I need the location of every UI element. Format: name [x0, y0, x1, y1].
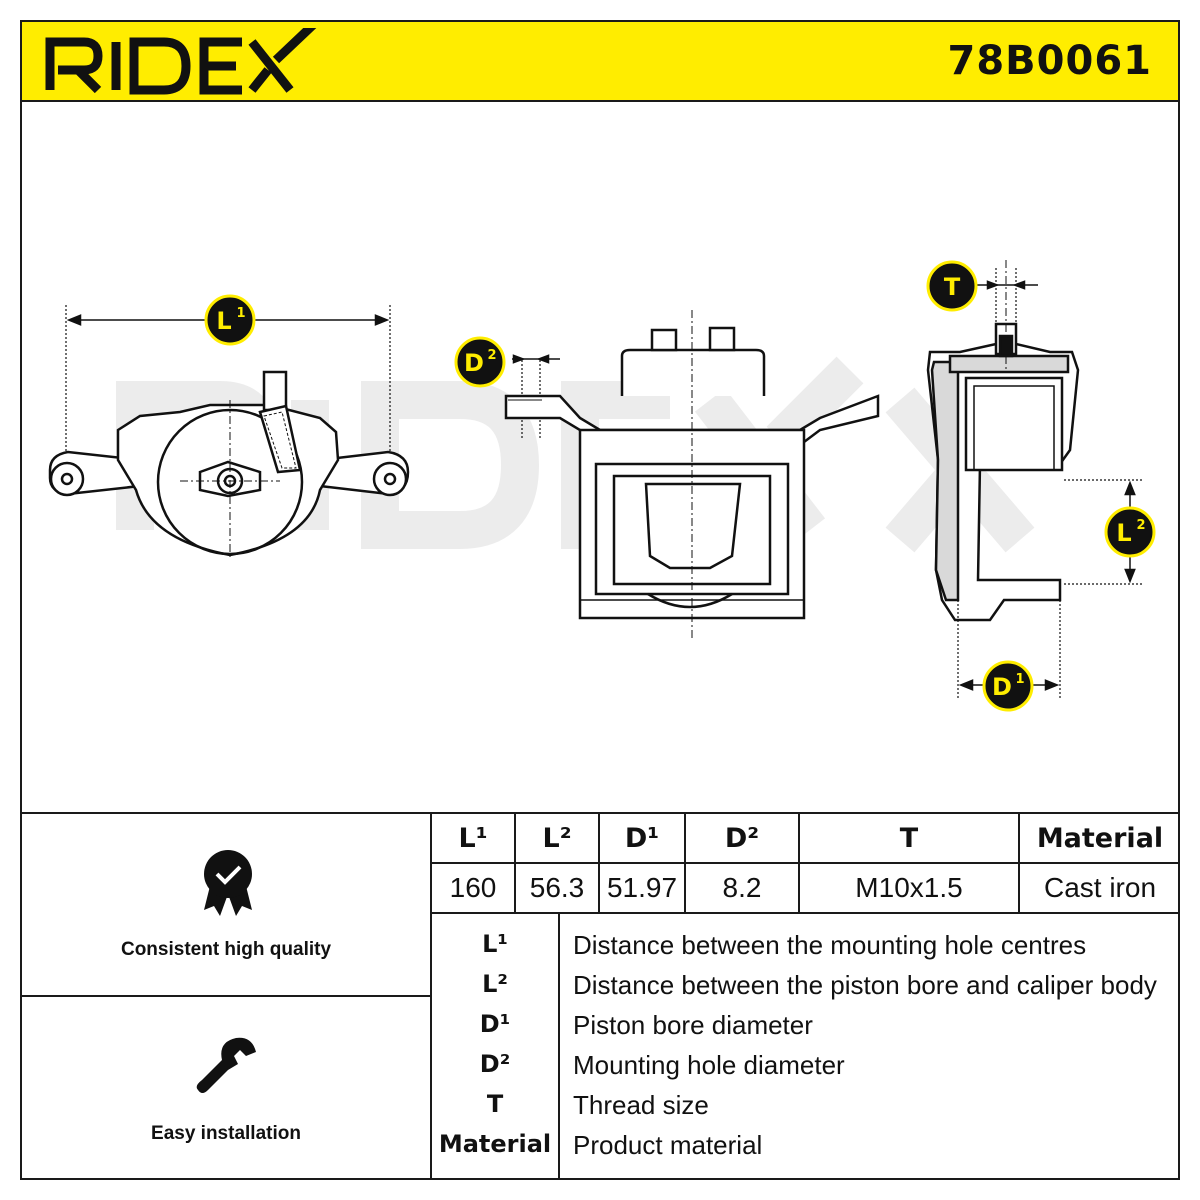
table-value-d2: 8.2 [722, 872, 762, 903]
table-header-l2: L² [542, 822, 572, 854]
wrench-icon [196, 1037, 256, 1093]
svg-text:L: L [216, 307, 231, 335]
table-value-l1: 160 [449, 872, 497, 903]
table-col-divider [1018, 812, 1020, 914]
table-value-l2: 56.3 [529, 872, 585, 903]
svg-text:D: D [992, 673, 1012, 701]
table-col-divider [684, 812, 686, 914]
svg-text:1: 1 [236, 306, 245, 321]
legend-text-t: Thread size [573, 1090, 709, 1120]
part-number: 78B0061 [947, 38, 1152, 84]
feature-row-divider [20, 995, 432, 997]
dimension-badge-l2: L 2 [1104, 506, 1156, 558]
caliper-section-view [926, 260, 1144, 700]
table-header-t: T [899, 822, 919, 854]
spec-section: Consistent high quality Easy installatio… [20, 812, 1180, 1180]
table-value-t: M10x1.5 [855, 872, 963, 903]
svg-text:D: D [464, 349, 484, 377]
legend-key-d1: D¹ [479, 1010, 511, 1038]
section-divider [20, 812, 1180, 814]
dimension-badge-t: T [926, 260, 978, 312]
legend-key-l2: L² [482, 970, 508, 998]
table-header-divider [432, 862, 1180, 864]
svg-text:T: T [944, 273, 961, 301]
header-bar: 78B0061 [20, 20, 1180, 102]
caliper-side-view [504, 310, 880, 640]
table-header-d1: D¹ [624, 822, 660, 854]
legend-key-d2: D² [479, 1050, 511, 1078]
feature-label-installation: Easy installation [151, 1123, 301, 1144]
quality-badge-icon [204, 850, 252, 916]
legend-key-material: Material [438, 1130, 552, 1158]
legend-text-d1: Piston bore diameter [573, 1010, 813, 1040]
legend-key-t: T [486, 1090, 504, 1118]
dimension-badge-d1: D 1 [982, 660, 1034, 712]
table-value-material: Cast iron [1043, 872, 1157, 903]
table-col-divider [598, 812, 600, 914]
table-body-divider [432, 912, 1180, 914]
table-col-divider [798, 812, 800, 914]
svg-text:2: 2 [1136, 518, 1145, 533]
table-header-d2: D² [724, 822, 760, 854]
table-header-l1: L¹ [458, 822, 488, 854]
legend-divider [558, 914, 560, 1180]
legend-text-l2: Distance between the piston bore and cal… [573, 970, 1157, 1000]
legend-key-l1: L¹ [482, 930, 508, 958]
table-value-d1: 51.97 [606, 872, 678, 903]
page-frame [20, 20, 1180, 1180]
legend-text-material: Product material [573, 1130, 763, 1160]
feature-label-quality: Consistent high quality [120, 939, 332, 960]
svg-text:L: L [1116, 519, 1131, 547]
legend-text-d2: Mounting hole diameter [573, 1050, 845, 1080]
table-header-material: Material [1036, 822, 1164, 854]
svg-text:1: 1 [1015, 672, 1024, 687]
table-col-divider [514, 812, 516, 914]
caliper-front-view [48, 305, 410, 560]
svg-text:2: 2 [487, 348, 496, 363]
ridex-logo [45, 28, 317, 95]
dimension-badge-d2: D 2 [454, 336, 506, 388]
technical-drawing: L 1 D 2 T L 2 D 1 [48, 260, 1156, 712]
legend-text-l1: Distance between the mounting hole centr… [573, 930, 1087, 960]
dimension-badge-l1: L 1 [204, 294, 256, 346]
